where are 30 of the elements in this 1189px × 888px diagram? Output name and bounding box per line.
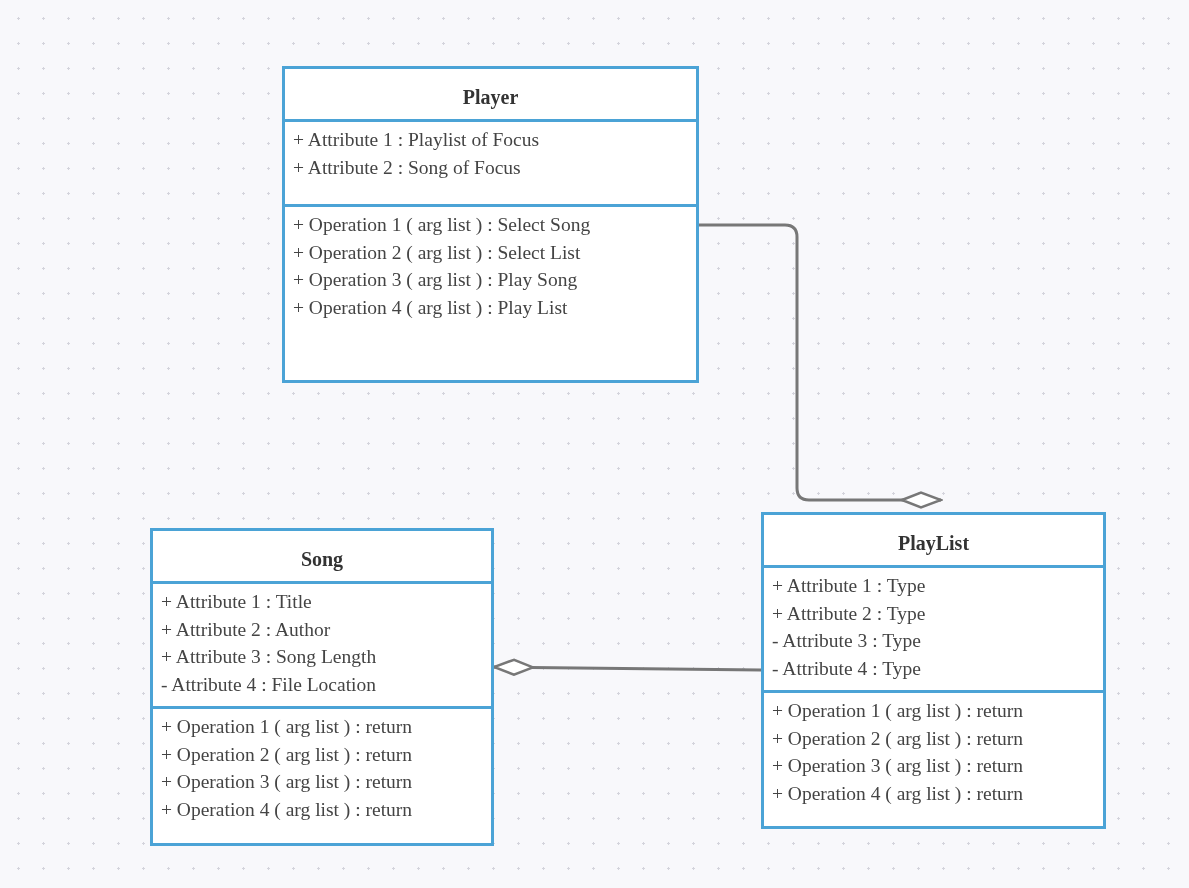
class-name: Song xyxy=(300,546,344,571)
class-member: + Operation 3 ( arg list ) : Play Song xyxy=(293,268,578,292)
class-member: + Operation 1 ( arg list ) : Select Song xyxy=(293,213,591,237)
aggregation-connector xyxy=(699,223,943,509)
class-member: + Operation 2 ( arg list ) : return xyxy=(161,742,413,767)
class-member: + Operation 1 ( arg list ) : return xyxy=(772,699,1024,723)
class-member: + Operation 4 ( arg list ) : Play List xyxy=(293,295,568,320)
class-box xyxy=(282,66,699,383)
class-name: Player xyxy=(462,84,519,109)
class-member: + Operation 4 ( arg list ) : return xyxy=(772,781,1024,806)
class-name: PlayList xyxy=(897,530,970,555)
class-member: + Operation 2 ( arg list ) : Select List xyxy=(293,240,581,265)
aggregation-connector xyxy=(492,658,761,676)
class-member: + Operation 3 ( arg list ) : return xyxy=(772,754,1024,778)
class-member: + Operation 3 ( arg list ) : return xyxy=(161,770,413,794)
class-member: + Attribute 1 : Type xyxy=(772,574,926,598)
class-member: + Operation 4 ( arg list ) : return xyxy=(161,797,413,822)
class-member: + Attribute 1 : Title xyxy=(161,590,312,614)
class-member: + Operation 1 ( arg list ) : return xyxy=(161,715,413,739)
class-member: + Operation 2 ( arg list ) : return xyxy=(772,726,1024,751)
class-box xyxy=(150,528,494,846)
class-member: + Attribute 2 : Author xyxy=(161,617,331,642)
class-member: + Attribute 2 : Type xyxy=(772,601,926,626)
class-box xyxy=(761,512,1106,829)
class-member: + Attribute 1 : Playlist of Focus xyxy=(293,128,540,152)
class-member: - Attribute 3 : Type xyxy=(772,629,921,653)
class-member: + Attribute 2 : Song of Focus xyxy=(293,155,521,180)
class-member: - Attribute 4 : File Location xyxy=(161,672,376,697)
class-member: + Attribute 3 : Song Length xyxy=(161,645,377,669)
class-member: - Attribute 4 : Type xyxy=(772,656,921,681)
